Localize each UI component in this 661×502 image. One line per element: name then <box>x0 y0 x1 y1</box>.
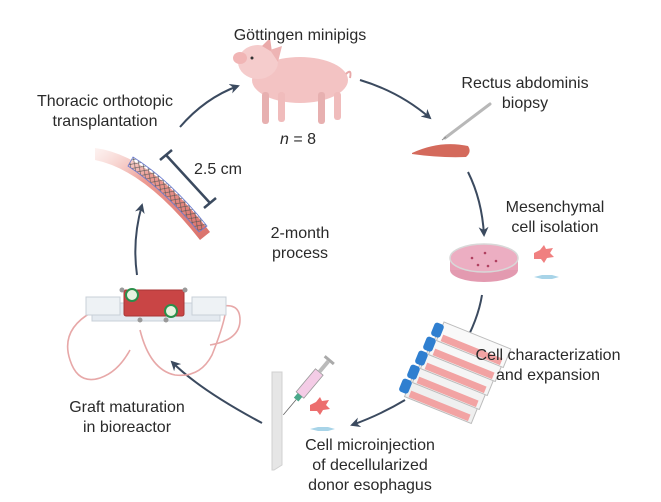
step-label-minipigs: Göttingen minipigs <box>210 26 390 46</box>
label-line: Thoracic orthotopic <box>36 93 174 110</box>
label-line: of decellularized <box>312 457 428 474</box>
label-line: Göttingen minipigs <box>233 27 367 44</box>
label-line: process <box>271 245 329 262</box>
label-line: biopsy <box>501 95 549 112</box>
label-line: donor esophagus <box>308 477 432 494</box>
step-label-microinjection: Cell microinjection of decellularized do… <box>290 436 450 496</box>
bioreactor-icon <box>66 287 241 381</box>
sample-size-label: n = 8 <box>268 130 328 150</box>
cells-icon <box>534 245 559 279</box>
graft-length-label: 2.5 cm <box>193 161 242 178</box>
arrow-expansion-to-injection <box>350 399 406 428</box>
step-label-transplantation: Thoracic orthotopic transplantation <box>20 92 190 132</box>
label-line: Cell microinjection <box>305 437 435 454</box>
step-label-expansion: Cell characterization and expansion <box>458 346 638 386</box>
muscle-biopsy-icon <box>412 102 492 158</box>
arrow-injection-to-bioreactor <box>170 360 263 424</box>
center-duration-label: 2-month process <box>250 224 350 264</box>
pig-icon <box>233 38 352 124</box>
label-line: 2-month <box>270 225 330 242</box>
sample-size-value: = 8 <box>288 131 317 148</box>
label-line: transplantation <box>52 113 158 130</box>
label-line: Cell characterization <box>475 347 621 364</box>
arrow-bioreactor-to-transplant <box>134 203 145 276</box>
label-line: cell isolation <box>511 219 599 236</box>
petri-dish-icon <box>449 243 519 282</box>
step-label-isolation: Mesenchymal cell isolation <box>490 198 620 238</box>
stented-graft-icon <box>95 148 210 240</box>
culture-flasks-icon <box>399 321 512 425</box>
sample-size-variable: n <box>279 131 289 148</box>
step-label-biopsy: Rectus abdominis biopsy <box>450 74 600 114</box>
arrow-transplant-to-pig <box>179 84 240 128</box>
injected-cells-icon <box>310 397 335 431</box>
length-scale-bar <box>159 149 217 209</box>
arrow-biopsy-to-isolation <box>467 171 489 237</box>
arrow-pig-to-biopsy <box>359 79 432 120</box>
label-line: Mesenchymal <box>505 199 605 216</box>
syringe-icon <box>282 355 335 416</box>
label-line: in bioreactor <box>82 419 172 436</box>
label-line: Graft maturation <box>69 399 185 416</box>
decellularized-esophagus-icon <box>271 371 283 471</box>
label-line: and expansion <box>495 367 601 384</box>
step-label-bioreactor: Graft maturation in bioreactor <box>52 398 202 438</box>
label-line: Rectus abdominis <box>461 75 589 92</box>
